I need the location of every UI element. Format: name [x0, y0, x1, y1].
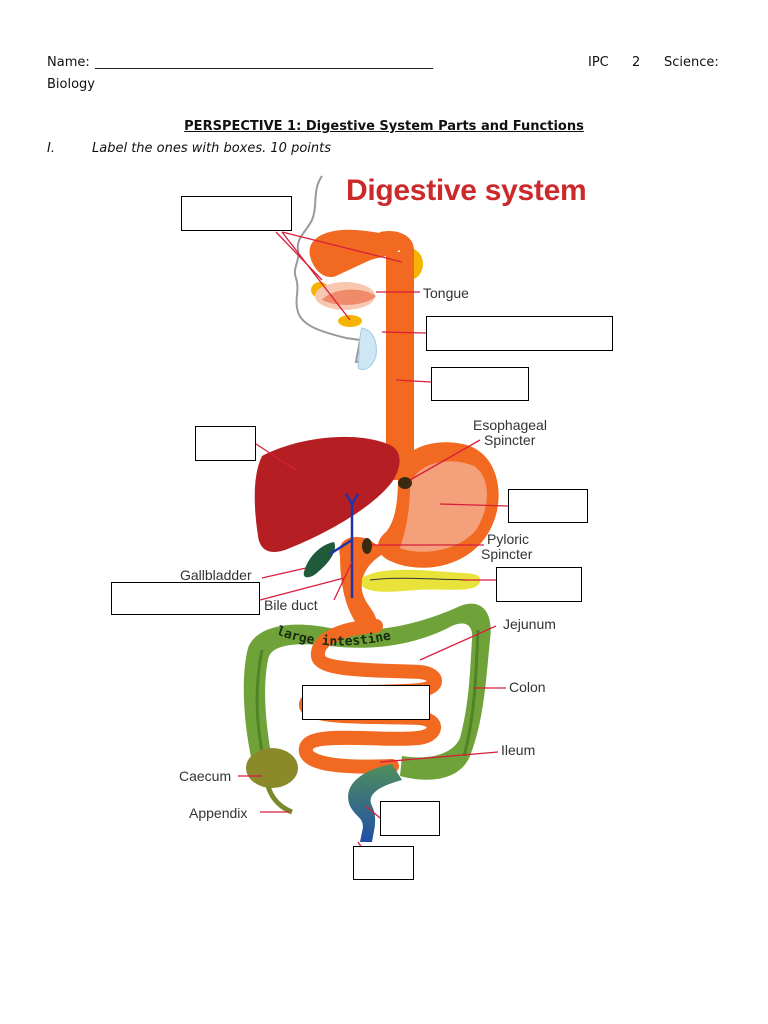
label-caecum: Caecum	[179, 768, 232, 784]
leader-bile-duct	[333, 561, 353, 601]
answer-box-pharynx[interactable]	[426, 316, 613, 351]
subject-label: Science:	[664, 55, 719, 70]
label-gallbladder: Gallbladder	[180, 567, 252, 583]
section-title: PERSPECTIVE 1: Digestive System Parts an…	[184, 119, 584, 134]
diagram-title: Digestive system	[346, 174, 587, 207]
instruction-text: Label the ones with boxes. 10 points	[92, 141, 332, 156]
class-code: IPC	[588, 55, 609, 70]
leader-box-esophagus	[395, 379, 432, 383]
class-number: 2	[632, 55, 641, 70]
pyloric-sphincter-mark	[362, 538, 372, 554]
leader-jejunum	[419, 625, 497, 661]
leader-salivary	[275, 231, 403, 321]
answer-box-rectum[interactable]	[380, 801, 440, 836]
label-colon: Colon	[509, 679, 546, 695]
pancreas	[362, 569, 481, 592]
colon-band-right	[462, 629, 480, 757]
label-tongue: Tongue	[423, 285, 469, 301]
leader-box-pharynx	[381, 331, 427, 334]
leader-gallbladder	[261, 567, 307, 579]
answer-box-duodenum[interactable]	[111, 582, 260, 615]
label-ileum: Ileum	[501, 742, 536, 758]
label-jejunum: Jejunum	[503, 616, 556, 632]
answer-box-stomach[interactable]	[508, 489, 588, 523]
esophageal-sphincter-mark	[398, 477, 412, 489]
leader-box-stomach	[439, 503, 509, 507]
label-pyloric-line1: Pyloric	[487, 531, 530, 547]
label-appendix: Appendix	[189, 805, 248, 821]
leader-box-rectum	[365, 805, 381, 819]
answer-box-anus[interactable]	[353, 846, 414, 880]
name-label: Name:	[47, 55, 90, 70]
answer-box-liver[interactable]	[195, 426, 256, 461]
salivary-gland-lower	[338, 315, 362, 327]
name-blank[interactable]: ________________________________________…	[95, 55, 433, 70]
leader-box-duodenum	[259, 577, 345, 601]
label-pyloric-line2: Spincter	[481, 546, 533, 562]
label-bile-duct: Bile duct	[264, 597, 318, 613]
trachea	[357, 327, 377, 370]
leader-esophageal	[409, 439, 481, 481]
liver	[254, 436, 400, 552]
subject-label-continued: Biology	[47, 77, 95, 92]
answer-box-small-intestine[interactable]	[302, 685, 430, 720]
esophagus-tube	[386, 252, 412, 480]
leader-ileum	[379, 751, 499, 763]
appendix-shape	[265, 785, 294, 815]
caecum-shape	[246, 748, 298, 788]
label-esophageal-line1: Esophageal	[473, 417, 547, 433]
gallbladder-shape	[303, 542, 336, 578]
answer-box-pancreas[interactable]	[496, 567, 582, 602]
item-number: I.	[47, 141, 55, 156]
stomach-inner	[400, 461, 487, 552]
answer-box-salivary-glands[interactable]	[181, 196, 292, 231]
face-outline	[293, 175, 373, 364]
label-esophageal-line2: Spincter	[484, 432, 536, 448]
rectum	[348, 764, 402, 842]
bile-ducts	[329, 493, 360, 598]
answer-box-esophagus[interactable]	[431, 367, 529, 401]
leader-box-liver	[255, 443, 297, 471]
